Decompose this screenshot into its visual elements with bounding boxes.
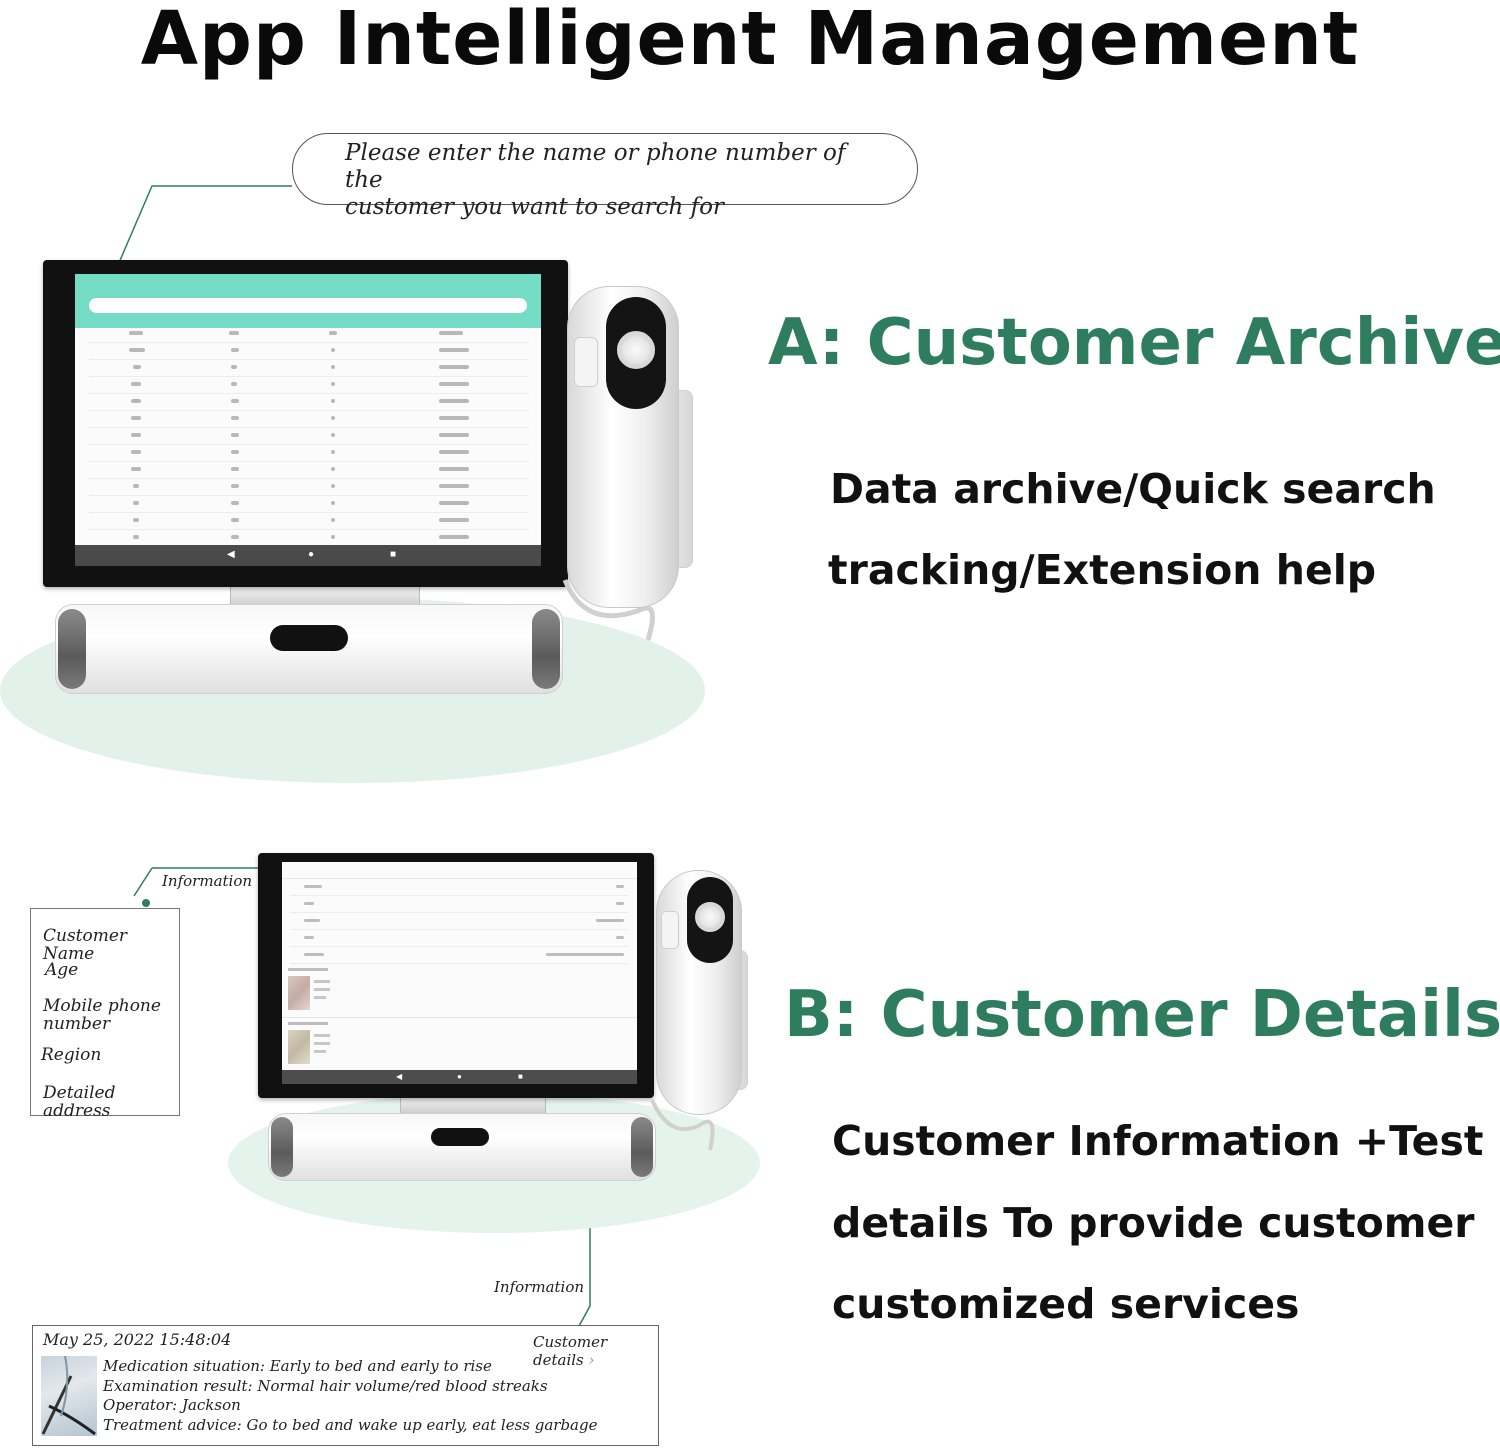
section-b-desc-line-2: details To provide customer [832,1199,1475,1247]
hair-scan-image [41,1356,96,1436]
information-label-bottom: Information [494,1278,585,1296]
device-a-base-slot [270,625,348,651]
card-operator: Operator: Jackson [103,1396,241,1414]
nav-recent-icon[interactable]: ■ [390,549,397,560]
section-b-desc-line-3: customized services [832,1280,1300,1328]
section-a-desc-line-2: tracking/Extension help [828,546,1377,594]
table-row[interactable] [290,896,628,913]
device-a-handpiece-head [606,297,666,409]
table-row[interactable] [290,947,628,964]
device-b-record-2[interactable] [282,1020,637,1072]
device-b-nav-bar: ◀ ● ■ [282,1070,637,1084]
table-row[interactable] [89,326,529,343]
table-row[interactable] [89,343,529,360]
camera-lens-icon [617,331,655,369]
search-callout: Please enter the name or phone number of… [292,133,918,220]
device-b-record-1[interactable] [282,966,637,1018]
page-title: App Intelligent Management [140,0,1360,82]
record-thumbnail [288,1030,310,1064]
customer-info-fields: Customer Name Age Mobile phone number Re… [30,908,180,1120]
customer-detail-card: May 25, 2022 15:48:04 Customer details ›… [32,1325,659,1446]
device-b-monitor: ◀ ● ■ [258,853,654,1098]
section-b-heading: B: Customer Details [784,978,1500,1052]
card-medication: Medication situation: Early to bed and e… [103,1357,492,1375]
device-b-base-cap-left [271,1117,293,1177]
field-mobile-phone: Mobile phone [43,996,161,1016]
device-b-base-slot [431,1128,489,1146]
device-b-base-cap-right [631,1117,653,1177]
search-callout-line-1: Please enter the name or phone number of… [345,140,846,193]
device-b-screen-header [282,862,637,879]
table-row[interactable] [89,496,529,513]
device-a-base-cap-right [532,609,560,689]
customer-details-link[interactable]: Customer details › [533,1333,658,1369]
table-row[interactable] [290,913,628,930]
table-row[interactable] [89,479,529,496]
field-age: Age [45,960,79,980]
table-row[interactable] [290,930,628,947]
field-region: Region [41,1045,102,1065]
nav-back-icon[interactable]: ◀ [396,1072,403,1081]
device-a-monitor: ◀ ● ■ [43,260,568,587]
device-b-screen: ◀ ● ■ [282,862,637,1084]
device-a-nav-bar: ◀ ● ■ [75,545,541,566]
record-thumbnail [288,976,310,1010]
search-callout-line-2: customer you want to search for [345,194,724,220]
field-mobile-phone-cont: number [43,1014,111,1034]
nav-back-icon[interactable]: ◀ [227,549,235,560]
card-thumbnail [41,1356,97,1436]
device-a-base-bar [55,604,563,694]
field-detailed-address: Detailed address [43,1083,116,1121]
information-label-top: Information [162,872,253,890]
table-row[interactable] [89,360,529,377]
device-b-base-bar [268,1113,656,1181]
nav-recent-icon[interactable]: ■ [518,1072,523,1081]
table-row[interactable] [89,428,529,445]
camera-lens-icon [695,902,725,932]
card-examination: Examination result: Normal hair volume/r… [103,1377,548,1395]
device-a-handpiece-buttons[interactable] [574,337,598,387]
section-b-desc-line-1: Customer Information +Test [832,1117,1484,1165]
chevron-right-icon: › [588,1351,595,1369]
device-b-handpiece[interactable] [656,870,742,1115]
device-a-base-cap-left [58,609,86,689]
card-advice: Treatment advice: Go to bed and wake up … [103,1416,598,1434]
device-a-search-bar[interactable] [89,298,527,313]
table-row[interactable] [89,394,529,411]
field-customer-name: Customer Name [43,926,128,964]
device-b-handpiece-head [687,877,733,963]
section-a-heading: A: Customer Archive [768,306,1500,380]
customer-details-link-label: Customer details [533,1333,608,1369]
table-row[interactable] [290,879,628,896]
table-row[interactable] [89,377,529,394]
table-row[interactable] [89,411,529,428]
table-row[interactable] [89,513,529,530]
device-a-screen: ◀ ● ■ [75,274,541,566]
nav-home-icon[interactable]: ● [457,1072,462,1081]
section-a-desc-line-1: Data archive/Quick search [830,465,1436,513]
device-a-handpiece[interactable] [567,286,679,608]
device-b-handpiece-buttons[interactable] [661,911,679,949]
card-date: May 25, 2022 15:48:04 [43,1330,232,1349]
table-row[interactable] [89,462,529,479]
device-a-table [75,326,541,547]
nav-home-icon[interactable]: ● [308,549,315,560]
table-row[interactable] [89,445,529,462]
